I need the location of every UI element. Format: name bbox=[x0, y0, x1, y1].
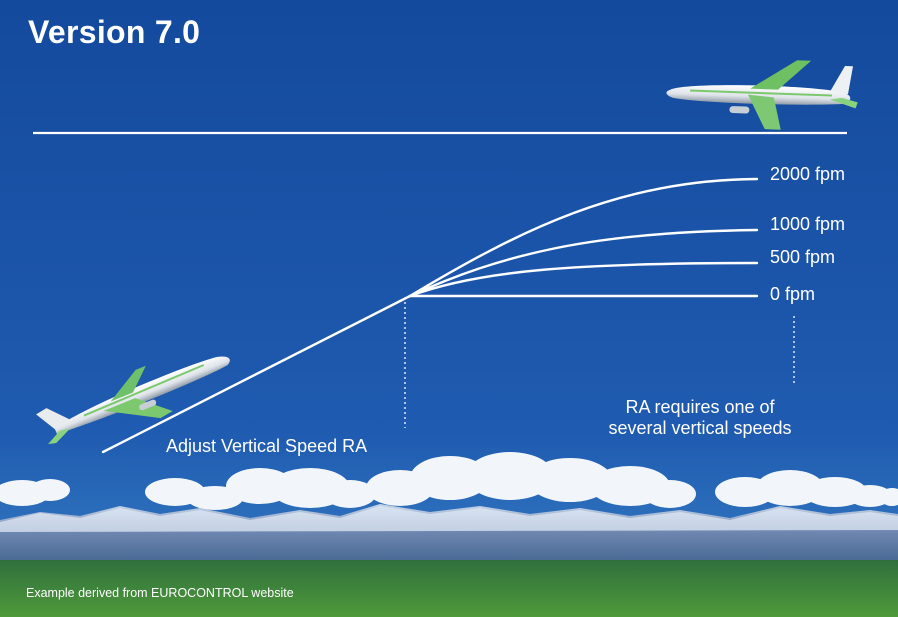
snow-ridge bbox=[0, 506, 898, 532]
adjust-vertical-speed-ra-label: Adjust Vertical Speed RA bbox=[166, 436, 368, 456]
diagram-title: Version 7.0 bbox=[28, 14, 201, 50]
branch-500-fpm bbox=[408, 261, 759, 298]
ra-note-line-1: RA requires one of bbox=[625, 397, 775, 417]
branch-1000-fpm bbox=[408, 228, 759, 298]
own-aircraft-icon bbox=[36, 356, 230, 445]
label-0-fpm: 0 fpm bbox=[770, 284, 816, 304]
label-2000-fpm: 2000 fpm bbox=[770, 164, 846, 184]
label-500-fpm: 500 fpm bbox=[770, 247, 836, 267]
climb-path bbox=[101, 294, 412, 454]
source-footer: Example derived from EUROCONTROL website bbox=[26, 586, 294, 600]
clouds bbox=[0, 452, 898, 510]
ra-note-line-2: several vertical speeds bbox=[608, 418, 792, 438]
label-1000-fpm: 1000 fpm bbox=[770, 214, 846, 234]
trajectory-lines bbox=[101, 177, 759, 454]
ground bbox=[0, 560, 898, 617]
ra-note: RA requires one of several vertical spee… bbox=[555, 397, 845, 439]
intruder-aircraft-icon bbox=[666, 60, 858, 130]
leader-lines bbox=[404, 302, 795, 428]
branch-2000-fpm bbox=[408, 177, 759, 298]
